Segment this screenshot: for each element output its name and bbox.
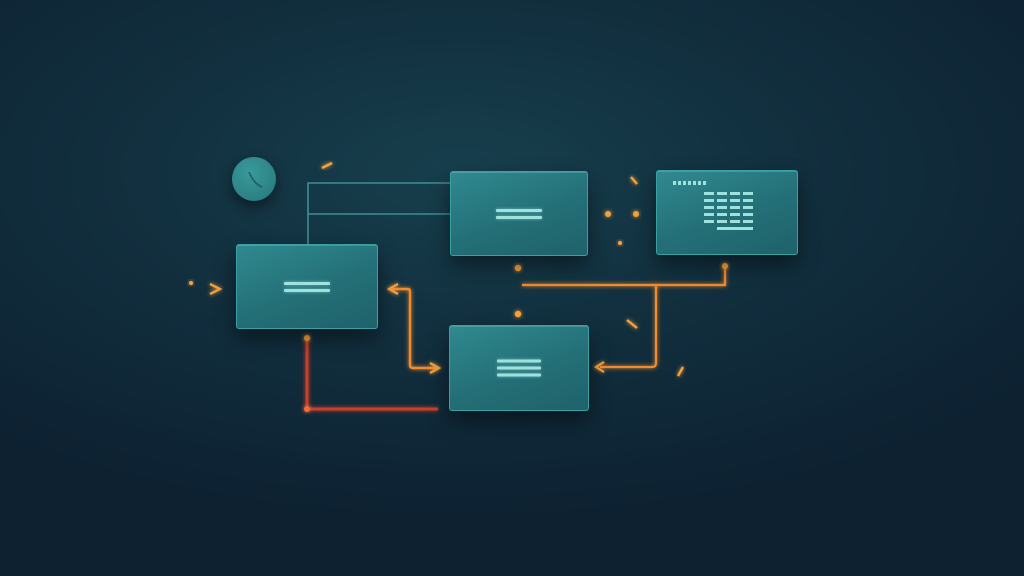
menu-icon	[496, 205, 542, 223]
process-node-top[interactable]	[450, 171, 588, 256]
connector-dot	[304, 335, 310, 341]
spark	[626, 319, 638, 329]
grid-icon	[704, 192, 753, 230]
connector-dot	[605, 211, 611, 217]
red-connector	[305, 337, 438, 411]
connector-dot	[633, 211, 639, 217]
orange-connector	[390, 287, 437, 370]
clock-node	[232, 157, 276, 201]
spark	[321, 161, 333, 170]
connector-dot	[514, 264, 522, 272]
arrow-icon	[386, 283, 399, 295]
connector-dot	[304, 406, 310, 412]
menu-icon	[497, 356, 541, 381]
clock-icon	[248, 171, 263, 188]
connector-dot	[514, 310, 522, 318]
process-node-left[interactable]	[236, 244, 378, 329]
spark	[630, 176, 638, 185]
teal-connector	[307, 182, 450, 244]
spark	[618, 241, 622, 245]
spark	[189, 281, 193, 285]
panel-label-mark	[673, 181, 706, 185]
menu-icon	[284, 278, 330, 296]
arrow-icon	[429, 362, 442, 374]
data-panel-node[interactable]	[656, 170, 798, 255]
arrow-icon	[593, 361, 605, 373]
spark	[676, 366, 685, 377]
orange-connector	[522, 266, 727, 287]
connector-dot	[722, 263, 728, 269]
process-node-bottom[interactable]	[449, 325, 589, 411]
orange-connector	[600, 285, 658, 369]
